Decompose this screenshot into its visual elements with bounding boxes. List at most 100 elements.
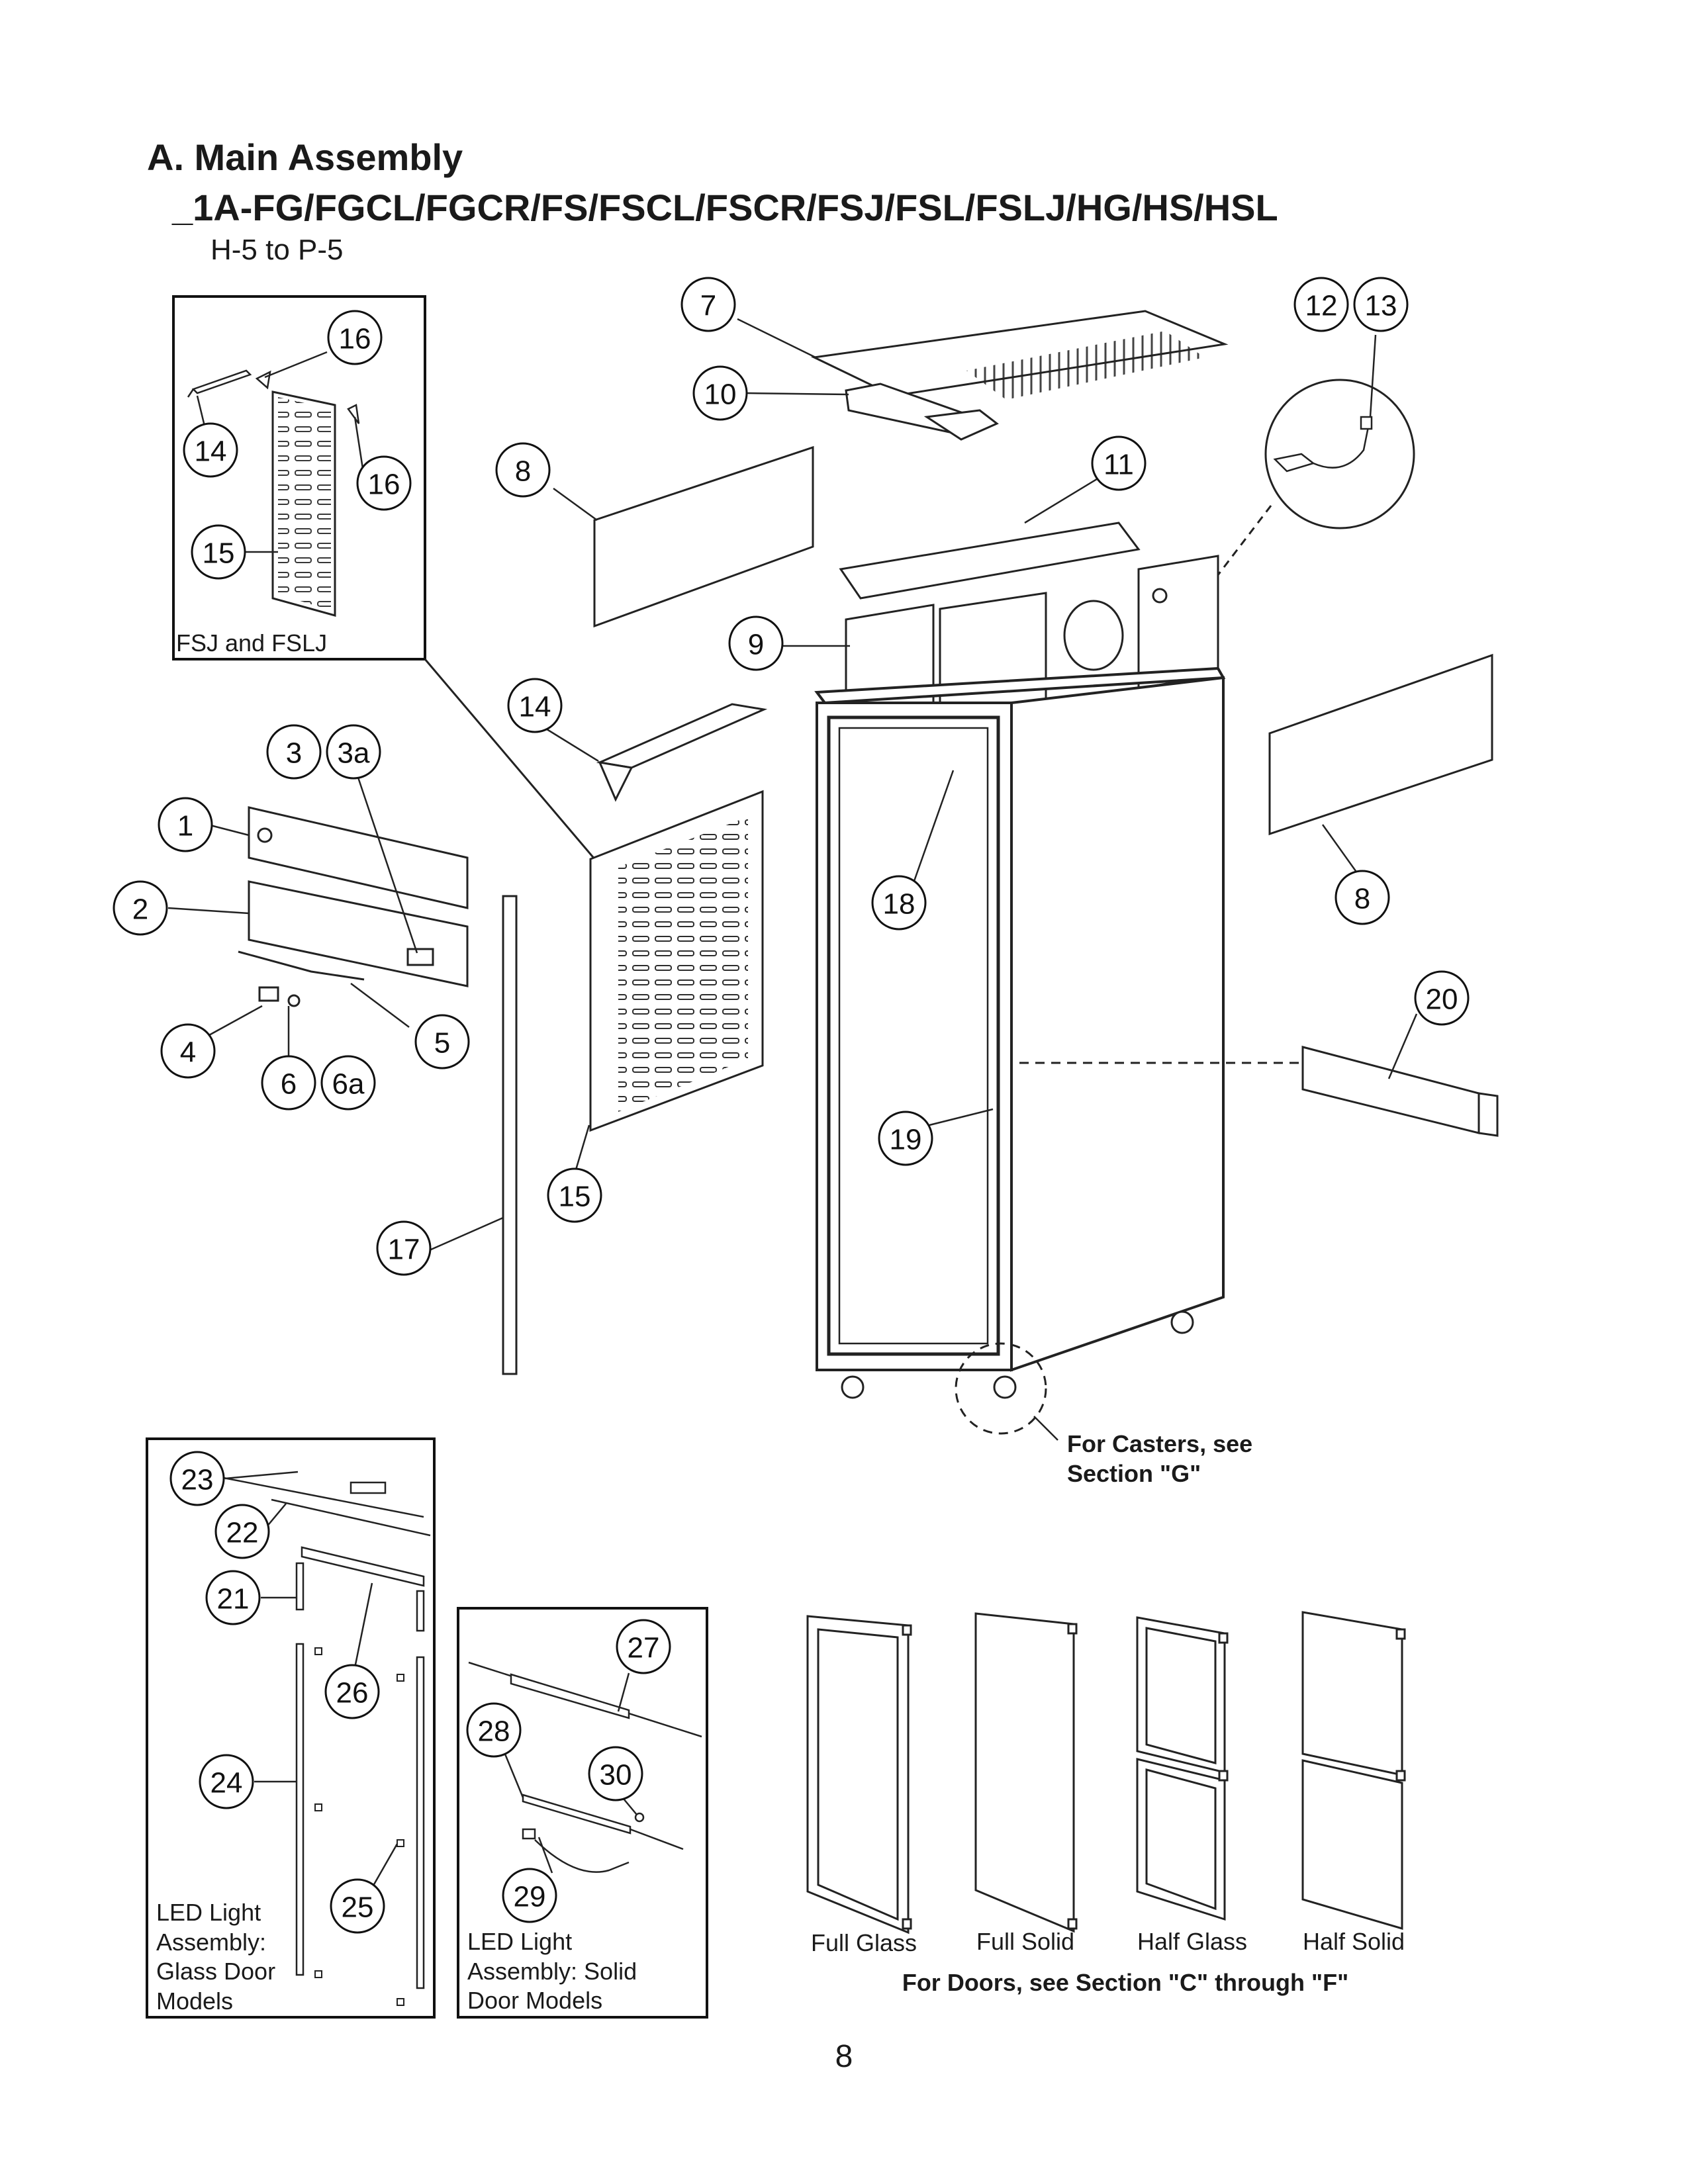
callout-circle [692,365,748,421]
callout-number: 15 [203,537,235,570]
callout-7: 7 [680,277,736,332]
callout-number: 6 [281,1068,297,1101]
led-solid-label-line2: Assembly: Solid [467,1957,637,1985]
callout-15b: 15 [547,1167,602,1223]
power-cord-detail-circle [1264,379,1415,529]
leader-5 [350,983,410,1028]
section-title: A. Main Assembly [147,136,463,178]
callout-circle [871,875,927,931]
callout-28: 28 [466,1702,522,1758]
door-label-full-glass: Full Glass [810,1929,917,1956]
callout-circle [728,615,784,671]
callout-13: 13 [1353,277,1409,332]
evaporator-cover-panel [589,790,764,1132]
top-cover-panel [810,310,1229,400]
door-label-full-solid: Full Solid [976,1928,1075,1955]
casters-note-line2: Section "G" [1067,1459,1201,1487]
inset-louvered-panel [271,390,336,617]
led-glass-label-line3: Glass Door [156,1958,276,1985]
leader-23 [224,1471,299,1480]
leader-10 [746,392,849,396]
callout-number: 12 [1305,290,1338,322]
callout-number: 29 [514,1881,546,1913]
callout-number: 24 [211,1767,243,1799]
callout-number: 26 [336,1677,369,1709]
callout-22: 22 [214,1504,270,1559]
inset-clip-upper [255,370,271,390]
callout-24: 24 [199,1754,254,1809]
fsj-fslj-inset-frame [172,295,426,660]
leader-20 [1387,1013,1418,1079]
callout-number: 2 [132,893,148,926]
leader-28 [503,1752,524,1798]
callout-number: 28 [478,1715,510,1748]
led-glass-inset-frame [146,1437,436,2019]
callout-20: 20 [1414,970,1470,1026]
leader-22 [265,1503,287,1528]
led-glass-label-line4: Models [156,1987,234,2015]
callout-circle [199,1754,254,1809]
callout-number: 18 [883,888,915,921]
callout-23: 23 [169,1451,225,1506]
callout-circle [324,1664,380,1719]
callout-circle [1335,870,1390,925]
side-cover-panel-8-right [1268,653,1493,836]
callout-2: 2 [113,880,168,936]
callout-circle [320,1055,376,1111]
callout-number: 7 [700,290,716,322]
leader-19 [929,1108,994,1126]
callout-26: 26 [324,1664,380,1719]
callout-number: 3a [338,737,370,770]
callout-circle [160,1023,216,1079]
callout-circle [588,1746,643,1801]
callout-18: 18 [871,875,927,931]
callout-17: 17 [376,1220,432,1276]
callout-5: 5 [414,1014,470,1069]
callout-circle [616,1619,671,1674]
led-solid-inset-frame [457,1607,708,2019]
callout-number: 14 [195,435,227,468]
leader-16-upper [264,351,328,379]
plenum-duct [845,383,999,441]
leader-11 [1024,473,1106,524]
casters-note-line1: For Casters, see [1067,1430,1253,1457]
callout-8a: 8 [495,442,551,498]
callout-circle [466,1702,522,1758]
callout-12: 12 [1293,277,1349,332]
callout-circle [205,1570,261,1625]
callout-circle [1414,970,1470,1026]
led-clips [314,1647,404,2006]
callout-number: 25 [342,1891,374,1924]
leader-25 [369,1843,399,1891]
door-label-half-glass: Half Glass [1137,1928,1248,1955]
callout-29: 29 [502,1868,557,1923]
callout-16b: 16 [356,455,412,511]
callout-circle [266,724,322,780]
led-solid-components [468,1661,702,1873]
callout-circle [1353,277,1409,332]
callout-number: 8 [1354,883,1370,915]
callout-circle [547,1167,602,1223]
callout-19: 19 [878,1111,933,1166]
callout-number: 15 [559,1181,591,1213]
callout-1: 1 [158,797,213,852]
control-panel-assembly [248,806,469,987]
callout-number: 11 [1103,449,1134,481]
callout-circle [113,880,168,936]
serial-range: H-5 to P-5 [211,234,344,266]
callout-circle [327,310,383,365]
shelf-standard [502,895,518,1375]
callout-4: 4 [160,1023,216,1079]
callout-number: 27 [628,1632,660,1664]
leader-30 [623,1798,637,1815]
leader-29 [538,1837,553,1874]
callout-circle [507,678,563,733]
callout-number: 5 [434,1027,450,1060]
cabinet-casters [841,1310,1194,1399]
callout-number: 9 [748,629,764,661]
callout-number: 8 [515,455,531,488]
led-glass-label-line1: LED Light [156,1899,261,1926]
callout-number: 21 [217,1583,250,1615]
callout-circle [376,1220,432,1276]
leader-7 [737,318,816,359]
